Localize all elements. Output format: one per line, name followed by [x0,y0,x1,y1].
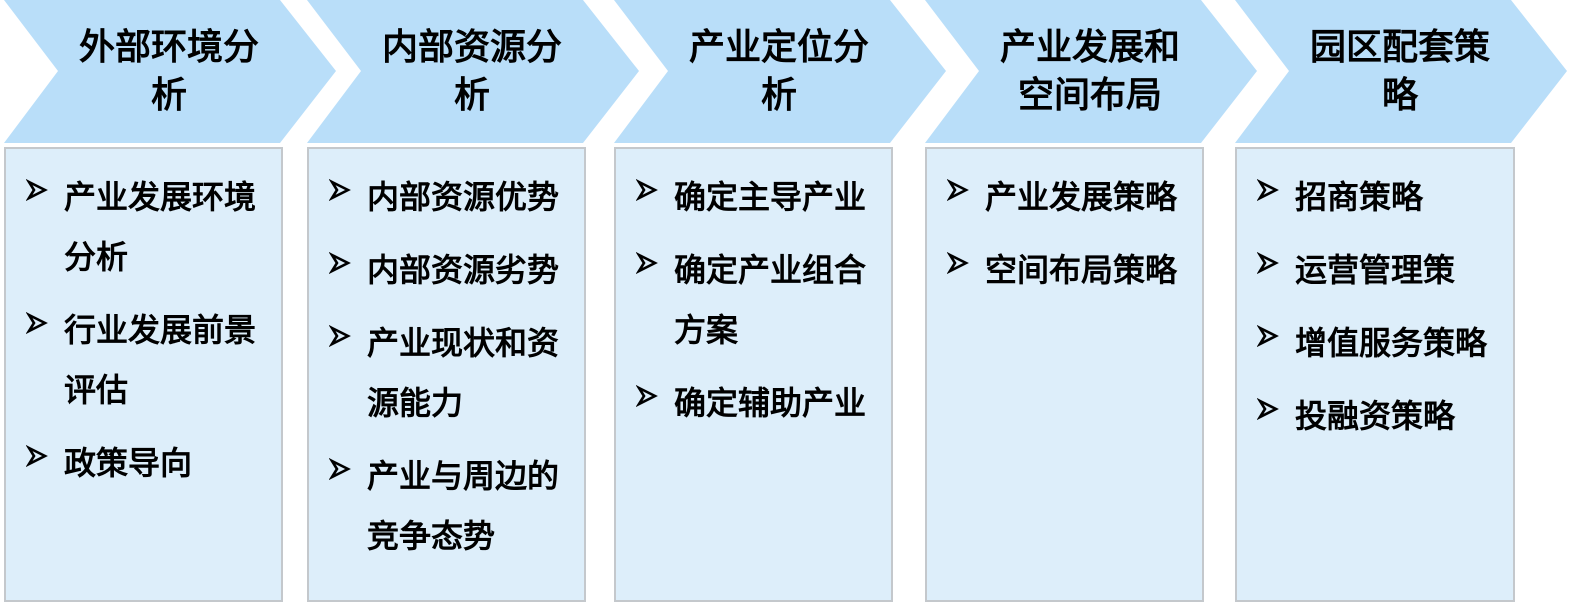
stage-detail-panel: 确定主导产业 确定产业组合 方案 确定辅助产业 [614,147,893,602]
arrow-bullet-icon [329,325,351,347]
list-item-line: 产业发展环境 [64,178,257,216]
arrow-bullet-icon [329,458,351,480]
list-item: 运营管理策 [1251,240,1509,300]
arrow-bullet-icon [1257,398,1279,420]
list-item: 内部资源优势 [323,167,580,227]
list-item-line: 内部资源优势 [367,178,560,216]
stage-title: 内部资源分 析 [361,0,583,143]
arrow-bullet-icon [636,385,658,407]
stage-detail-panel: 内部资源优势 内部资源劣势 产业现状和资 源能力 产业与周边的 竞争态势 [307,147,586,602]
list-item: 产业发展环境 分析 [20,167,277,287]
stage-title-line: 产业定位分 [688,26,869,68]
stage-title-line: 产业发展和 [999,26,1180,68]
list-item: 产业现状和资 源能力 [323,313,580,433]
stage-title: 产业发展和 空间布局 [979,0,1201,143]
list-item-line: 评估 [64,371,129,409]
list-item-line: 产业发展策略 [985,178,1178,216]
list-item: 政策导向 [20,433,277,493]
stage-column-internal-resources: 内部资源分 析 内部资源优势 内部资源劣势 产业现状和资 源能力 产业与周边的 … [307,0,643,604]
list-item-line: 确定产业组合 [674,251,867,289]
stage-title: 产业定位分 析 [668,0,890,143]
detail-list: 产业发展策略 空间布局策略 [941,167,1198,313]
list-item: 增值服务策略 [1251,313,1509,373]
arrow-bullet-icon [1257,179,1279,201]
stage-title: 外部环境分 析 [58,0,280,143]
list-item: 投融资策略 [1251,386,1509,446]
stage-title: 园区配套策 略 [1289,0,1511,143]
arrow-bullet-icon [26,312,48,334]
list-item: 产业与周边的 竞争态势 [323,446,580,566]
list-item: 行业发展前景 评估 [20,300,277,420]
arrow-bullet-icon [329,252,351,274]
stage-column-development-layout: 产业发展和 空间布局 产业发展策略 空间布局策略 [925,0,1261,604]
detail-list: 确定主导产业 确定产业组合 方案 确定辅助产业 [630,167,887,446]
list-item: 确定主导产业 [630,167,887,227]
list-item-line: 招商策略 [1295,178,1424,216]
stage-column-industry-positioning: 产业定位分 析 确定主导产业 确定产业组合 方案 确定辅助产业 [614,0,950,604]
list-item: 空间布局策略 [941,240,1198,300]
arrow-bullet-icon [1257,252,1279,274]
arrow-bullet-icon [329,179,351,201]
list-item-line: 政策导向 [64,444,193,482]
list-item-line: 分析 [64,238,129,276]
list-item: 产业发展策略 [941,167,1198,227]
list-item-line: 产业与周边的 [367,457,560,495]
list-item-line: 确定辅助产业 [674,384,867,422]
detail-list: 产业发展环境 分析 行业发展前景 评估 政策导向 [20,167,277,506]
list-item: 确定产业组合 方案 [630,240,887,360]
list-item-line: 源能力 [367,384,464,422]
stage-title-line: 析 [760,74,797,116]
list-item-line: 内部资源劣势 [367,251,560,289]
stage-column-external-analysis: 外部环境分 析 产业发展环境 分析 行业发展前景 评估 政策导向 [4,0,340,604]
detail-list: 招商策略 运营管理策 增值服务策略 投融资策略 [1251,167,1509,459]
chevron-arrow-shape [614,0,946,143]
stage-column-park-support: 园区配套策 略 招商策略 运营管理策 增值服务策略 投融资策略 [1235,0,1571,604]
list-item-line: 空间布局策略 [985,251,1178,289]
arrow-bullet-icon [26,445,48,467]
arrow-bullet-icon [26,179,48,201]
list-item: 内部资源劣势 [323,240,580,300]
arrow-bullet-icon [636,252,658,274]
arrow-bullet-icon [947,252,969,274]
list-item: 招商策略 [1251,167,1509,227]
stage-title-line: 外部环境分 [78,26,259,68]
stage-title-line: 析 [453,74,490,116]
chevron-arrow-shape [4,0,336,143]
stage-title-line: 园区配套策 [1309,26,1490,68]
stage-detail-panel: 产业发展策略 空间布局策略 [925,147,1204,602]
chevron-arrow-shape [925,0,1257,143]
chevron-arrow-shape [307,0,639,143]
list-item-line: 投融资策略 [1295,397,1456,435]
list-item: 确定辅助产业 [630,373,887,433]
stage-title-line: 析 [150,74,187,116]
list-item-line: 产业现状和资 [367,324,560,362]
list-item-line: 增值服务策略 [1295,324,1488,362]
arrow-bullet-icon [1257,325,1279,347]
list-item-line: 确定主导产业 [674,178,867,216]
list-item-line: 方案 [674,311,739,349]
arrow-bullet-icon [636,179,658,201]
detail-list: 内部资源优势 内部资源劣势 产业现状和资 源能力 产业与周边的 竞争态势 [323,167,580,579]
stage-title-line: 空间布局 [1017,74,1162,116]
arrow-bullet-icon [947,179,969,201]
stage-detail-panel: 产业发展环境 分析 行业发展前景 评估 政策导向 [4,147,283,602]
chevron-arrow-shape [1235,0,1567,143]
list-item-line: 行业发展前景 [64,311,257,349]
list-item-line: 竞争态势 [367,517,496,555]
list-item-line: 运营管理策 [1295,251,1456,289]
stage-title-line: 略 [1381,74,1418,116]
stage-title-line: 内部资源分 [381,26,562,68]
stage-detail-panel: 招商策略 运营管理策 增值服务策略 投融资策略 [1235,147,1515,602]
